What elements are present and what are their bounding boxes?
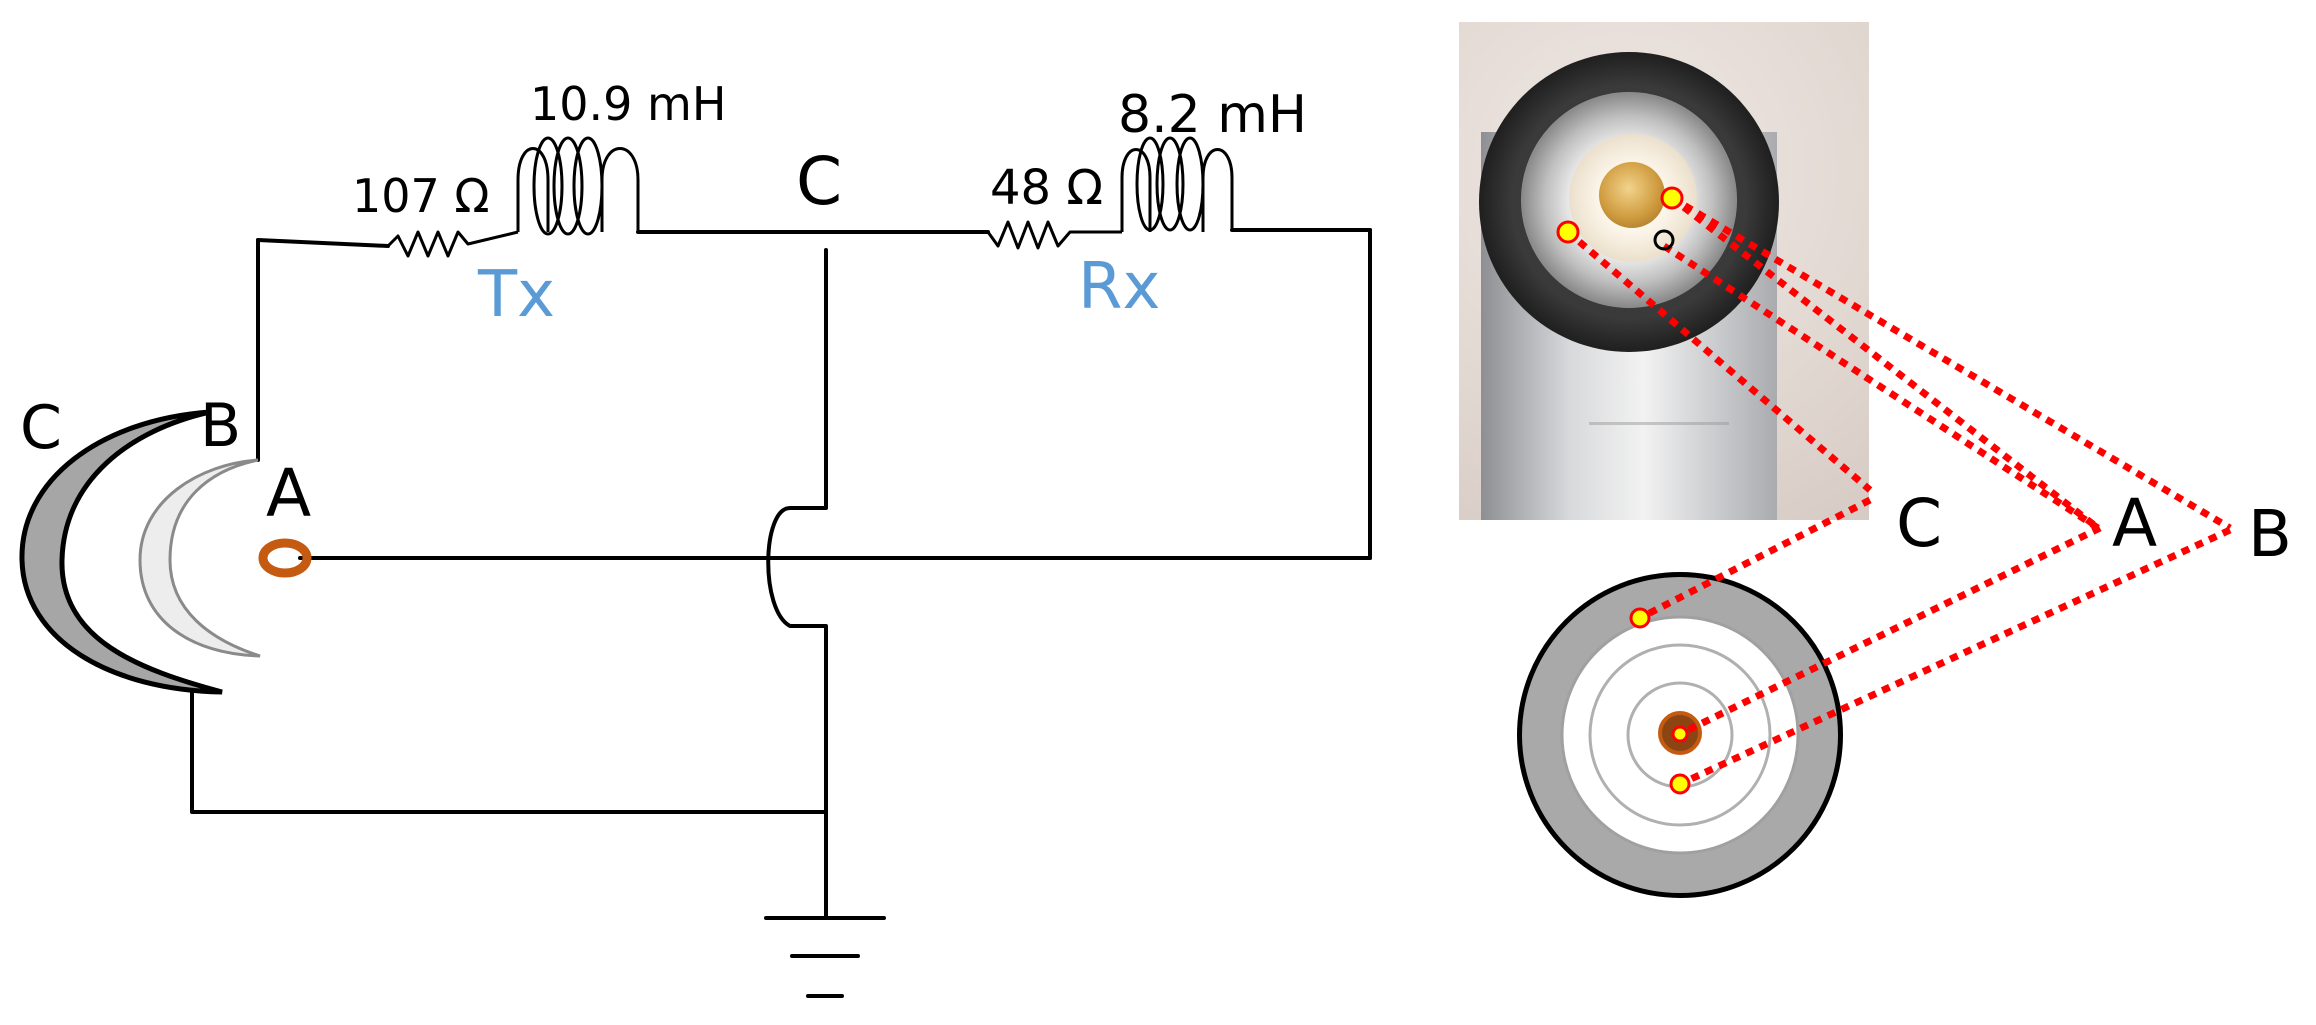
probe-a-label: A [266, 455, 311, 532]
tx-inductor-icon [516, 136, 640, 236]
marker-face-c [1629, 607, 1651, 629]
rx-inductance-label: 8.2 mH [1118, 85, 1307, 145]
map-c-label: C [1896, 485, 1942, 562]
marker-photo-c [1556, 220, 1580, 244]
marker-face-a [1671, 725, 1689, 743]
rx-resistor-icon [986, 220, 1122, 250]
rx-coil-name: Rx [1078, 250, 1160, 324]
mapping-lines [1565, 194, 2232, 788]
map-line-a-photo [1669, 195, 2101, 531]
map-line-b-photo-2 [1662, 243, 2100, 531]
tx-inductance-label: 10.9 mH [530, 77, 726, 131]
wire-center-vertical [766, 248, 828, 814]
probe-inner-shell [138, 458, 261, 658]
tx-resistance-label: 107 Ω [352, 169, 490, 223]
map-a-label: A [2112, 485, 2157, 562]
marker-photo-a [1660, 186, 1684, 210]
tx-resistor-icon [386, 230, 519, 258]
map-line-c-photo [1565, 229, 1873, 493]
probe-icon [19, 409, 312, 695]
wire-top-left [256, 238, 390, 248]
map-line-b-face [1678, 526, 2232, 788]
map-line-a-face [1678, 524, 2102, 738]
rx-resistance-label: 48 Ω [990, 160, 1103, 216]
photo-center-pin-icon [1653, 229, 1675, 251]
marker-face-b [1669, 773, 1691, 795]
connector-photo-pin [1599, 162, 1665, 228]
probe-terminal-a [258, 538, 312, 578]
wires [190, 228, 1372, 918]
connector-photo-print [1589, 422, 1729, 505]
map-b-label: B [2248, 498, 2292, 572]
probe-outer-shell [19, 409, 223, 695]
connector-photo [1459, 22, 1869, 520]
map-line-b-photo [1670, 194, 2232, 532]
wire-ground-bottom [190, 688, 828, 814]
node-c-label: C [796, 143, 842, 220]
map-line-c-face [1638, 496, 1872, 622]
probe-b-label: B [200, 391, 241, 461]
probe-c-label: C [20, 393, 62, 463]
ground-icon [764, 916, 886, 998]
contact-markers [1556, 186, 1691, 795]
rx-inductor-icon [1120, 136, 1234, 232]
tx-coil-name: Tx [477, 258, 555, 332]
